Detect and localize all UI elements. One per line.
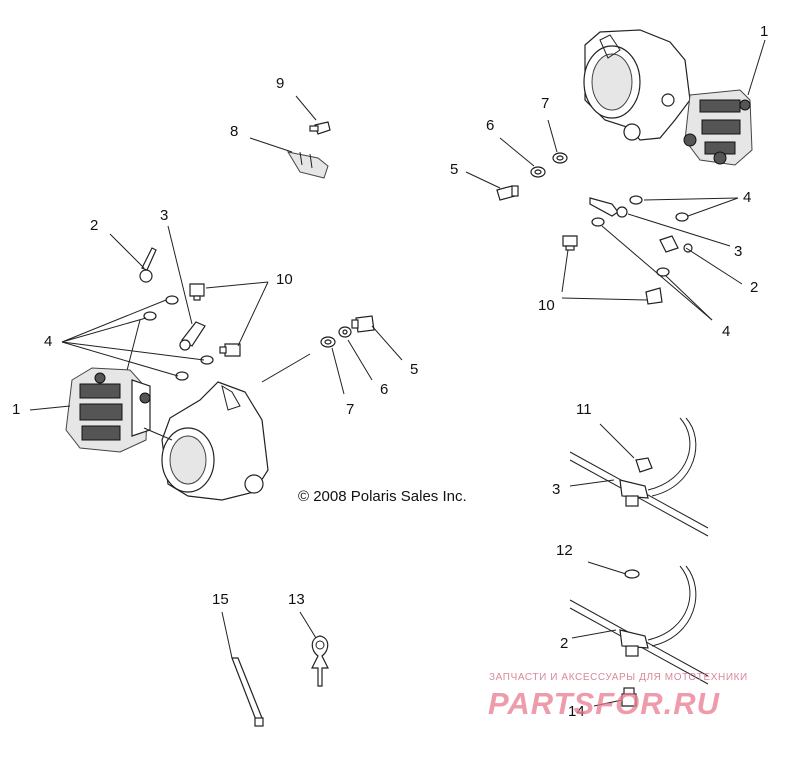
left-knuckle	[161, 381, 269, 501]
callout-5-mid: 5	[410, 361, 419, 378]
pin-and-clip	[286, 121, 331, 179]
callout-8: 8	[230, 123, 239, 140]
callout-1-left: 1	[12, 401, 21, 418]
brake-line-2	[569, 565, 709, 685]
right-caliper	[683, 89, 753, 166]
callout-10-left: 10	[276, 271, 293, 288]
brake-line-3	[569, 417, 709, 537]
callout-4-left: 4	[44, 333, 53, 350]
copyright-text: © 2008 Polaris Sales Inc.	[298, 488, 467, 505]
callout-7-mid: 7	[346, 401, 355, 418]
right-small-parts	[562, 195, 693, 305]
watermark-subtitle: ЗАПЧАСТИ И АКСЕССУАРЫ ДЛЯ МОТОТЕХНИКИ	[489, 672, 748, 683]
callout-15: 15	[212, 591, 229, 608]
callout-2-left: 2	[90, 217, 99, 234]
callout-11: 11	[576, 401, 592, 418]
callout-7-top: 7	[541, 95, 550, 112]
callout-5-top: 5	[450, 161, 459, 178]
callout-3-left: 3	[160, 207, 169, 224]
callout-3-right: 3	[734, 243, 743, 260]
left-washers	[320, 315, 375, 348]
right-knuckle	[583, 29, 691, 141]
callout-4-right-top: 4	[743, 189, 752, 206]
callout-9: 9	[276, 75, 285, 92]
callout-6-mid: 6	[380, 381, 389, 398]
right-washers	[496, 152, 568, 201]
callout-2-line: 2	[560, 635, 569, 652]
callout-10-right: 10	[538, 297, 555, 314]
callout-4-right-bottom: 4	[722, 323, 731, 340]
callout-13: 13	[288, 591, 305, 608]
watermark-brand: PARTSFOR.RU	[488, 686, 721, 721]
callout-12: 12	[556, 542, 573, 559]
leader-c1-left	[29, 405, 71, 411]
callout-2-right: 2	[750, 279, 759, 296]
left-caliper	[65, 367, 151, 453]
callout-3-line: 3	[552, 481, 561, 498]
bolt-14	[621, 687, 637, 707]
left-small-parts	[139, 247, 241, 381]
push-clip-13	[311, 635, 329, 687]
callout-1-right: 1	[760, 23, 769, 40]
callout-14: 14	[568, 703, 585, 720]
leader-c1-right	[747, 39, 766, 96]
callout-6-top: 6	[486, 117, 495, 134]
cable-tie-15	[231, 657, 264, 727]
